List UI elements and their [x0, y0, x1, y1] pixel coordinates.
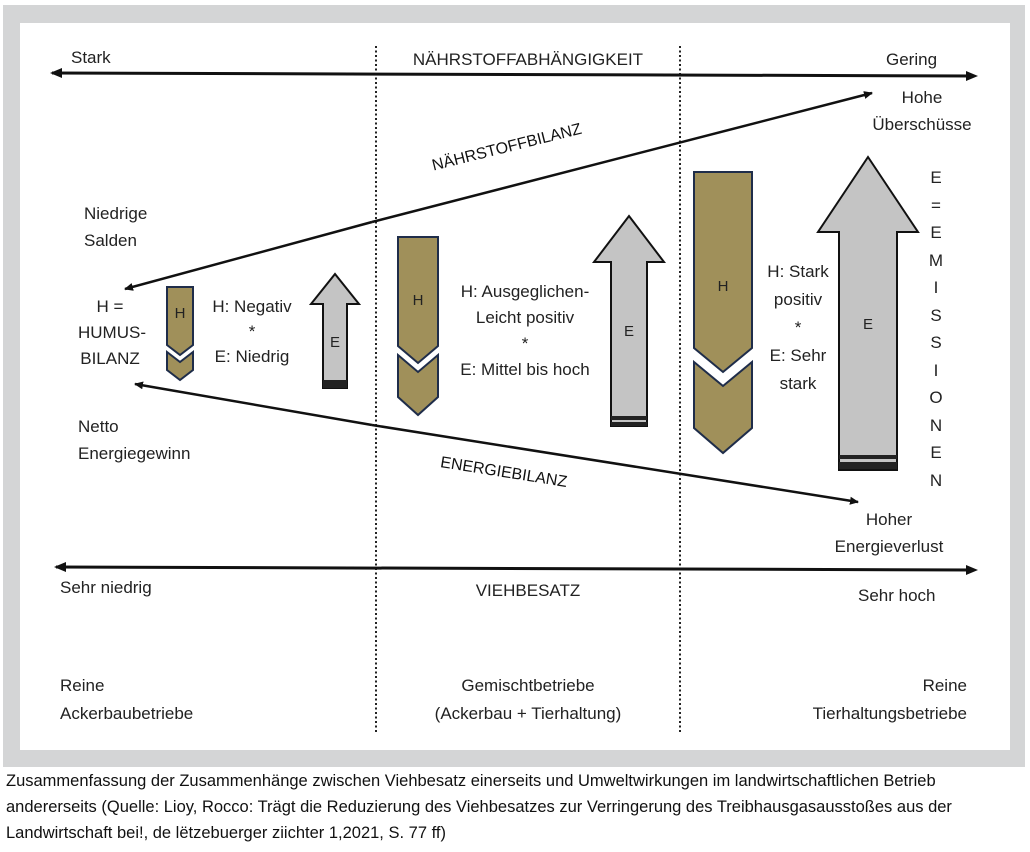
- gemischt-humus-text-line2: Leicht positiv: [475, 308, 575, 327]
- emission-legend-char: E: [930, 443, 942, 462]
- energy-gain-line1: Netto: [78, 417, 119, 436]
- ackerbau-emission-text: E: Niedrig: [214, 347, 290, 366]
- emission-legend-char: N: [929, 415, 943, 435]
- tierhaltung-effects-text: H: Stark positiv * E: Sehr stark: [758, 258, 838, 398]
- farm-type-gemischt-line1: Gemischtbetriebe: [461, 676, 595, 695]
- gemischt-emission-text: E: Mittel bis hoch: [460, 360, 590, 379]
- humus-arrow-letter: H: [413, 292, 424, 309]
- emission-arrow-gemischt: E: [591, 214, 667, 427]
- separator-star: *: [248, 322, 256, 341]
- farm-type-gemischt: Gemischtbetriebe (Ackerbau + Tierhaltung…: [396, 672, 660, 728]
- emission-legend-char: N: [929, 470, 943, 490]
- energy-gain-line2: Energiegewinn: [78, 444, 191, 463]
- emission-legend-char: I: [933, 278, 939, 297]
- nutrient-low-line1: Niedrige: [84, 204, 148, 223]
- axis-bottom-title: VIEHBESATZ: [475, 581, 581, 600]
- farm-type-tierhaltung-line2: Tierhaltungsbetriebe: [812, 704, 967, 723]
- tierhaltung-humus-text-line2: positiv: [773, 290, 823, 309]
- nutrient-high-label: Hohe Überschüsse: [872, 84, 972, 138]
- energy-loss-label: Hoher Energieverlust: [818, 506, 960, 560]
- farm-type-tierhaltung-line1: Reine: [922, 676, 967, 695]
- emission-arrow-letter: E: [330, 334, 340, 351]
- emission-legend-char: E: [930, 223, 942, 242]
- axis-top-right-label: Gering: [886, 50, 938, 69]
- energy-balance-lines: [134, 381, 859, 505]
- tierhaltung-emission-text-line1: E: Sehr: [769, 346, 827, 365]
- emission-legend-char: M: [928, 250, 944, 270]
- energy-loss-line2: Energieverlust: [834, 537, 944, 556]
- emission-legend-char: E: [930, 168, 942, 187]
- energy-balance-label: ENERGIEBILANZ: [439, 454, 568, 491]
- ackerbau-effects-text: H: Negativ * E: Niedrig: [200, 294, 304, 369]
- tierhaltung-emission-text-line2: stark: [779, 374, 817, 393]
- tierhaltung-humus-text-line1: H: Stark: [767, 262, 829, 281]
- farm-type-ackerbau: Reine Ackerbaubetriebe: [60, 672, 193, 728]
- axis-top-title: NÄHRSTOFFABHÄNGIGKEIT: [412, 50, 644, 69]
- humus-arrow-letter: H: [175, 305, 186, 322]
- separator-star: *: [794, 318, 802, 337]
- humus-legend-line2: HUMUS-: [78, 323, 146, 342]
- nutrient-balance-label: NÄHRSTOFFBILANZ: [430, 120, 584, 175]
- nutrient-low-line2: Salden: [84, 231, 137, 250]
- emission-legend-char: I: [933, 360, 939, 380]
- nutrient-balance-lines: [124, 91, 873, 291]
- separator-star: *: [521, 334, 529, 353]
- emission-legend-char: O: [929, 388, 943, 407]
- figure-caption: Zusammenfassung der Zusammenhänge zwisch…: [6, 772, 952, 842]
- emission-arrow-tierhaltung: E: [816, 155, 920, 471]
- emission-arrow-ackerbau: E: [308, 272, 362, 389]
- emission-legend-char: S: [930, 305, 942, 325]
- nutrient-dependency-axis: [50, 68, 978, 81]
- humus-arrow-tierhaltung: H: [693, 171, 753, 455]
- humus-arrow-ackerbau: H: [166, 286, 194, 382]
- emission-legend-char: S: [930, 333, 942, 352]
- emission-arrow-letter: E: [863, 316, 873, 333]
- axis-bottom-right-label: Sehr hoch: [858, 586, 936, 605]
- humus-legend-line1: H =: [96, 297, 124, 316]
- axis-top-left-label: Stark: [71, 48, 111, 67]
- nutrient-high-line1: Hohe: [901, 88, 943, 107]
- axis-bottom-left-label: Sehr niedrig: [60, 578, 152, 597]
- nutrient-high-line2: Überschüsse: [872, 115, 972, 134]
- humus-arrow-gemischt: H: [397, 236, 439, 417]
- ackerbau-humus-text: H: Negativ: [212, 297, 292, 316]
- gemischt-humus-text-line1: H: Ausgeglichen-: [460, 282, 590, 301]
- gemischt-effects-text: H: Ausgeglichen- Leicht positiv * E: Mit…: [440, 279, 610, 383]
- farm-type-ackerbau-line1: Reine: [60, 676, 105, 695]
- energy-loss-line1: Hoher: [865, 510, 913, 529]
- farm-type-ackerbau-line2: Ackerbaubetriebe: [60, 704, 194, 723]
- humus-legend: H = HUMUS- BILANZ: [78, 294, 146, 372]
- energy-gain-label: Netto Energiegewinn: [78, 413, 190, 467]
- livestock-density-axis: [54, 562, 978, 575]
- emission-legend-vertical: E = E M I S S I O N E N: [928, 164, 944, 494]
- humus-legend-line3: BILANZ: [80, 349, 140, 368]
- farm-type-gemischt-line2: (Ackerbau + Tierhaltung): [434, 704, 622, 723]
- farm-type-tierhaltung: Reine Tierhaltungsbetriebe: [740, 672, 967, 728]
- nutrient-low-label: Niedrige Salden: [84, 200, 147, 254]
- humus-arrow-letter: H: [718, 278, 729, 295]
- emission-legend-char: =: [931, 195, 941, 215]
- emission-arrow-letter: E: [624, 323, 634, 340]
